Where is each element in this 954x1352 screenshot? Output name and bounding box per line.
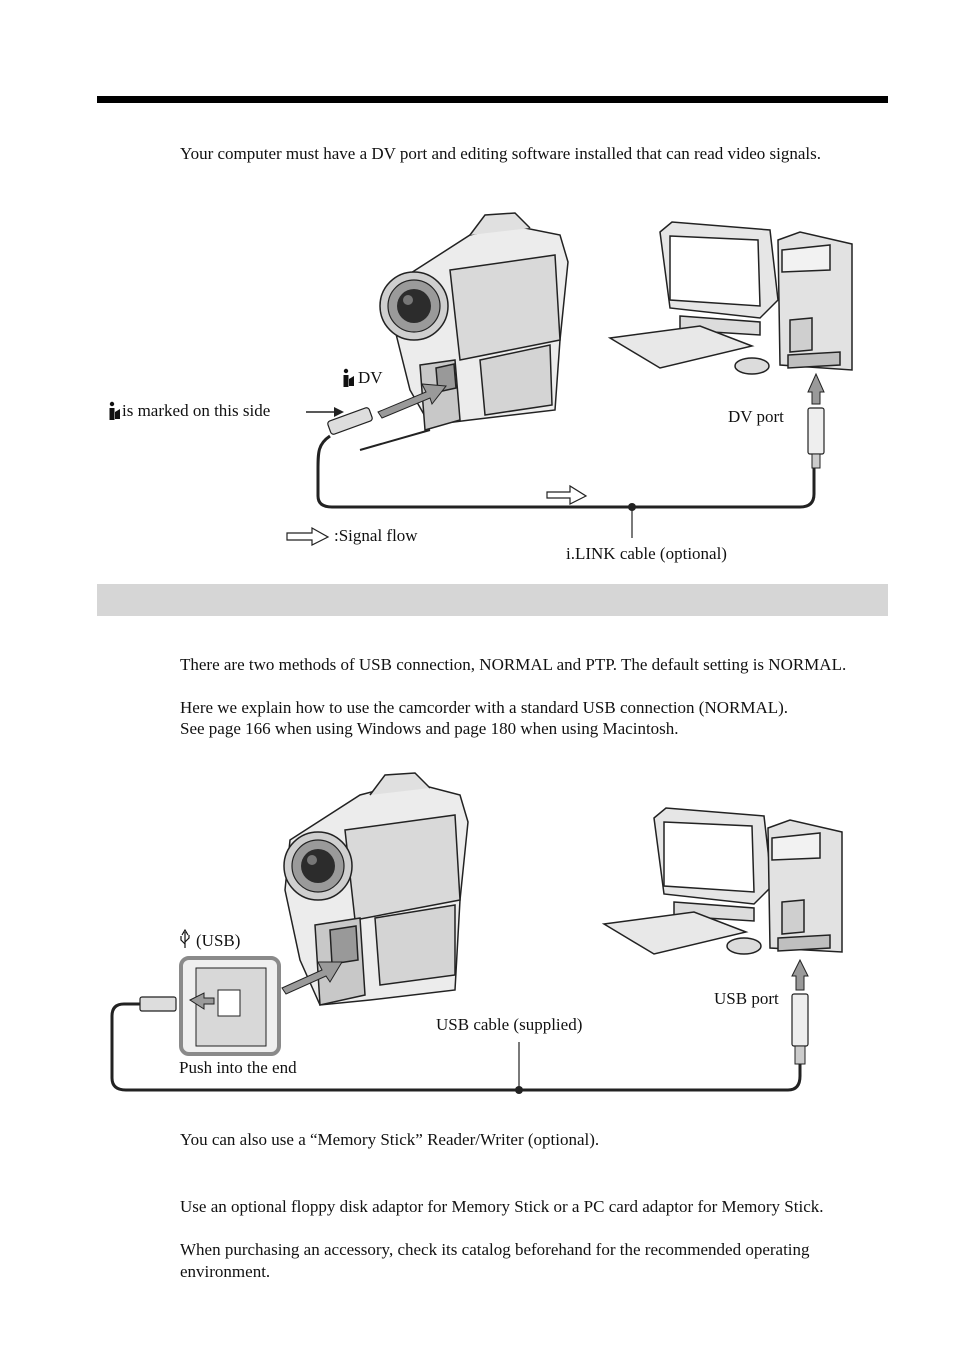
push-into-end-label: Push into the end <box>179 1058 297 1077</box>
adaptor-note: Use an optional floppy disk adaptor for … <box>180 1197 824 1216</box>
computer-illustration <box>601 807 843 955</box>
usb-section-heading-band <box>97 584 888 616</box>
usb-jack-inset <box>179 956 281 1056</box>
usb-icon <box>180 928 190 948</box>
accessory-note: When purchasing an accessory, check its … <box>180 1240 810 1281</box>
camcorder-illustration <box>394 212 569 431</box>
usb-port-arrow <box>791 958 809 1065</box>
dv-plug-arrow <box>306 383 447 435</box>
signal-arrow-icon <box>286 526 330 546</box>
dv-port-arrow <box>807 372 825 469</box>
usb-cable-plug <box>139 996 177 1012</box>
ilink-cable-label: i.LINK cable (optional) <box>566 544 727 563</box>
dv-port-label: DV port <box>728 407 784 426</box>
usb-cable <box>110 1002 802 1092</box>
camcorder-lens <box>379 271 449 341</box>
ilink-icon <box>343 368 354 387</box>
camcorder-lens <box>283 831 353 901</box>
usb-intro-paragraph-3: See page 166 when using Windows and page… <box>180 719 679 738</box>
usb-intro-paragraph-2: Here we explain how to use the camcorder… <box>180 698 789 717</box>
dv-intro-text: Your computer must have a DV port and ed… <box>180 144 821 163</box>
top-rule <box>97 96 888 103</box>
computer-illustration <box>607 221 853 375</box>
usb-plug-arrow <box>281 961 343 995</box>
camcorder-illustration <box>284 772 469 1006</box>
reader-writer-note: You can also use a “Memory Stick” Reader… <box>180 1130 600 1149</box>
usb-port-label: USB port <box>714 989 779 1008</box>
usb-cable-label: USB cable (supplied) <box>436 1015 583 1034</box>
ilink-icon <box>109 401 120 420</box>
signal-flow-arrow <box>546 484 588 505</box>
dv-jack-label: DV <box>358 368 383 387</box>
signal-flow-label: :Signal flow <box>334 526 418 545</box>
ilink-cable <box>316 434 816 509</box>
camera-cable-end <box>359 429 431 451</box>
usb-intro-paragraph-1: There are two methods of USB connection,… <box>180 655 847 674</box>
usb-jack-label: (USB) <box>196 931 241 950</box>
marked-side-label: is marked on this side <box>122 401 271 420</box>
